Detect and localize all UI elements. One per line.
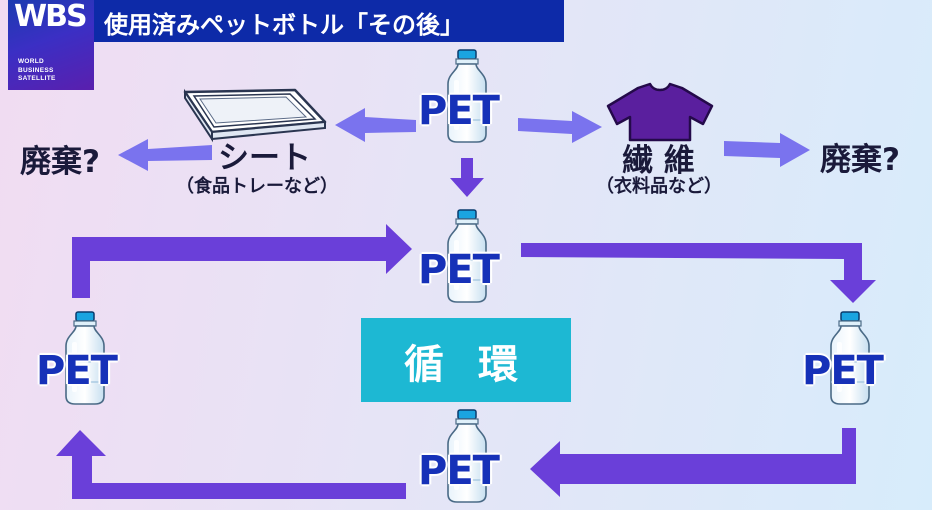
waste-label-right: 廃棄? [820, 142, 900, 178]
logo-letters: WBS [14, 0, 88, 34]
fiber-sublabel: （衣料品など） [596, 176, 722, 197]
pet-label-bottom: PET [418, 448, 500, 494]
sheet-label: シート [218, 140, 311, 176]
logo-subtitle: WORLD BUSINESS SATELLITE [18, 58, 92, 84]
pet-label-upper: PET [418, 247, 500, 293]
wbs-logo: WBS WORLD BUSINESS SATELLITE [8, 0, 94, 90]
logo-line: WORLD [18, 58, 45, 65]
arrow-down [450, 158, 484, 197]
tshirt-icon [606, 82, 714, 142]
tray-icon [183, 88, 327, 143]
title-bar: 使用済みペットボトル「その後」 [94, 0, 564, 42]
cycle-arrows [56, 224, 876, 499]
cycle-label: 循 環 [404, 342, 528, 388]
arrows-top [118, 108, 810, 171]
waste-label-left: 廃棄? [20, 144, 100, 180]
fiber-label: 繊 維 [622, 143, 695, 179]
page-title: 使用済みペットボトル「その後」 [104, 11, 464, 39]
pet-label-top: PET [418, 88, 500, 134]
logo-line: SATELLITE [18, 75, 56, 82]
logo-line: BUSINESS [18, 66, 54, 74]
sheet-sublabel: （食品トレーなど） [176, 176, 338, 197]
pet-label-left: PET [36, 348, 118, 394]
cycle-box: 循 環 [361, 318, 571, 402]
pet-label-right: PET [802, 348, 884, 394]
